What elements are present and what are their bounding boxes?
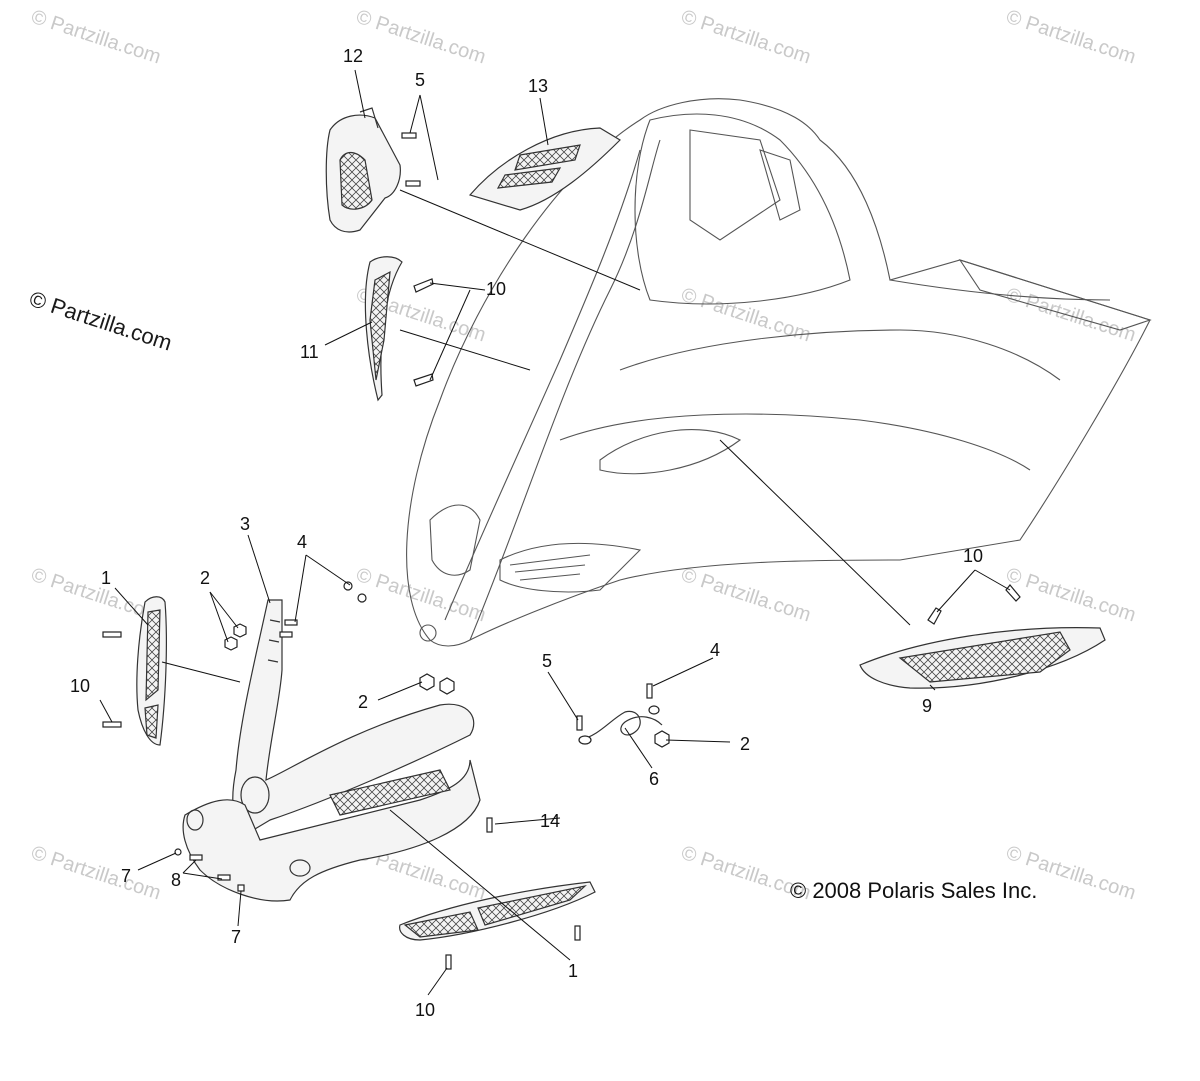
callout-10: 10 xyxy=(486,279,506,299)
callout-13: 13 xyxy=(528,76,548,96)
watermark: © Partzilla.com xyxy=(1003,284,1138,347)
watermark: © Partzilla.com xyxy=(678,564,813,627)
callout-9: 9 xyxy=(922,696,932,716)
side-watermark: © Partzilla.com xyxy=(26,286,175,356)
callout-1: 1 xyxy=(568,961,578,981)
watermark: © Partzilla.com xyxy=(353,6,488,69)
callout-2: 2 xyxy=(358,692,368,712)
callout-8: 8 xyxy=(171,870,181,890)
leader-lines xyxy=(99,69,1011,996)
callout-7: 7 xyxy=(121,866,131,886)
callouts: 12 5 13 10 11 3 4 1 2 10 2 5 4 2 6 14 10… xyxy=(70,46,983,1020)
callout-5: 5 xyxy=(415,70,425,90)
watermark: © Partzilla.com xyxy=(1003,6,1138,69)
callout-2: 2 xyxy=(740,734,750,754)
watermark: © Partzilla.com xyxy=(28,6,163,69)
callout-2: 2 xyxy=(200,568,210,588)
callout-4: 4 xyxy=(710,640,720,660)
part-3-bumper-frame xyxy=(232,599,475,836)
lower-nose-panel xyxy=(182,759,481,902)
watermark: © Partzilla.com xyxy=(28,842,163,905)
part-1-left-grille xyxy=(136,596,167,746)
callout-1: 1 xyxy=(101,568,111,588)
callout-14: 14 xyxy=(540,811,560,831)
callout-6: 6 xyxy=(649,769,659,789)
callout-11: 11 xyxy=(300,342,319,362)
watermark: © Partzilla.com xyxy=(1003,564,1138,627)
callout-5: 5 xyxy=(542,651,552,671)
copyright-notice: © 2008 Polaris Sales Inc. xyxy=(790,878,1037,903)
watermark: © Partzilla.com xyxy=(678,284,813,347)
part-6-harness xyxy=(578,705,663,745)
part-11-side-vent xyxy=(364,256,403,402)
callout-4: 4 xyxy=(297,532,307,552)
hood-assembly xyxy=(406,98,1152,647)
watermark: © Partzilla.com xyxy=(353,564,488,627)
part-13-vent xyxy=(468,127,621,211)
part-12-shield xyxy=(325,107,401,233)
part-9-right-grille xyxy=(859,627,1106,689)
callout-10: 10 xyxy=(415,1000,435,1020)
callout-3: 3 xyxy=(240,514,250,534)
callout-10: 10 xyxy=(963,546,983,566)
watermark: © Partzilla.com xyxy=(678,6,813,69)
callout-7: 7 xyxy=(231,927,241,947)
callout-10: 10 xyxy=(70,676,90,696)
callout-12: 12 xyxy=(343,46,363,66)
part-1-lower-grille xyxy=(399,881,596,941)
